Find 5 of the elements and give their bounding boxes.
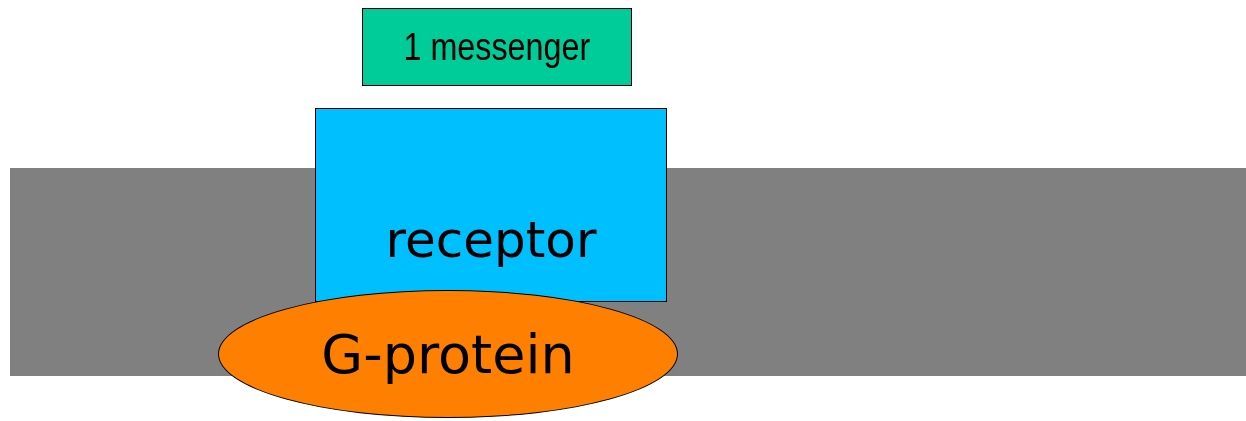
node-label: 1 messenger (403, 25, 591, 69)
messenger-box (362, 8, 632, 86)
node-label: G-protein (321, 322, 575, 386)
receptor-box (315, 108, 667, 302)
node-label: receptor (385, 211, 597, 269)
